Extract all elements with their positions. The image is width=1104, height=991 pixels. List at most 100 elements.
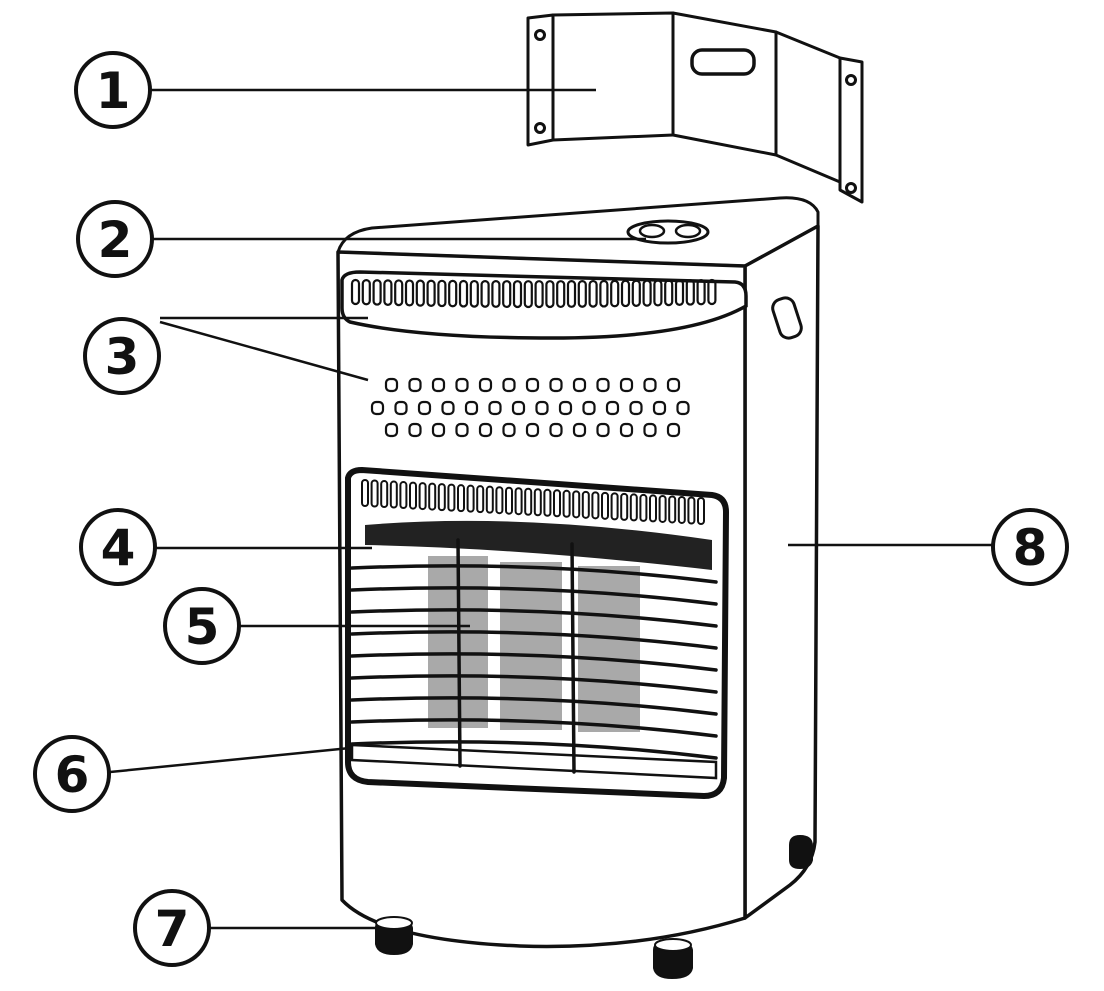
window-louver-slot (572, 490, 581, 519)
louver-slot (394, 279, 404, 307)
vent-hole (572, 422, 587, 438)
louver-slot (610, 279, 620, 308)
vent-hole (455, 422, 469, 438)
vent-hole (394, 400, 408, 416)
window-louver-slot (514, 487, 523, 516)
window-louver-slot (591, 491, 600, 520)
callout-1: 1 (74, 51, 152, 129)
louver-slot (426, 279, 436, 307)
guard-bar (350, 564, 718, 584)
vent-hole (417, 400, 432, 416)
window-louver-slot (505, 486, 513, 515)
vent-holes (370, 377, 690, 438)
louver-slot (469, 279, 479, 308)
window-louver-slot (380, 480, 389, 509)
callout-label: 2 (98, 211, 133, 269)
louver-slot (631, 279, 641, 307)
vent-hole (629, 400, 643, 416)
louver-slot (556, 280, 566, 309)
window-louver-slot (418, 482, 427, 511)
vent-hole (455, 377, 469, 393)
window-louver-slot (610, 492, 619, 521)
callout-label: 6 (55, 746, 90, 804)
callout-label: 4 (101, 519, 136, 577)
window-louver-slot (649, 494, 657, 523)
guard-bar (350, 696, 718, 716)
louver-slot (664, 279, 674, 307)
vent-hole (549, 377, 563, 393)
louver-slot (448, 279, 458, 308)
vent-hole (384, 422, 399, 438)
window-louver-slot (437, 483, 446, 512)
vent-hole (596, 377, 610, 393)
vent-hole (431, 422, 446, 438)
window-louver-slot (677, 495, 686, 524)
vent-hole (619, 377, 634, 393)
vent-hole (619, 422, 634, 438)
window-louver-slot (361, 479, 369, 507)
window-louver-slot (485, 485, 494, 514)
window-louver-slot (687, 496, 696, 525)
louver-slot (674, 279, 685, 306)
vent-hole (488, 400, 502, 416)
window-louver-slot (668, 495, 677, 524)
guard-bar (350, 718, 718, 738)
window-louver-slot (581, 490, 590, 519)
window-louver-slot (370, 479, 379, 508)
leader-lines (109, 88, 992, 930)
louver-slot (491, 280, 501, 308)
vent-hole (572, 377, 587, 393)
vent-hole (502, 377, 516, 393)
window-louver-slot (524, 487, 533, 516)
vent-hole (431, 377, 446, 393)
louver-slot (415, 279, 425, 307)
louver-slot (512, 280, 523, 309)
callout-label: 5 (185, 598, 220, 656)
guard-bar (350, 674, 718, 694)
upper-louvers (350, 278, 717, 309)
louver-slot (545, 280, 555, 309)
callout-5: 5 (163, 587, 241, 665)
window-louver-slot (428, 482, 437, 511)
window-louver-slot (639, 493, 648, 522)
window-louver-slot (389, 480, 398, 509)
vent-hole (558, 400, 573, 416)
callout-label: 3 (105, 328, 140, 386)
window-louver-slot (697, 497, 705, 525)
callout-4: 4 (79, 508, 157, 586)
window-louver-slot (476, 485, 485, 514)
callout-2: 2 (76, 200, 154, 278)
louver-slot (437, 279, 447, 308)
vent-hole (370, 400, 385, 416)
vent-hole (676, 400, 690, 416)
callout-3: 3 (83, 317, 161, 395)
vent-hole (502, 422, 516, 438)
callout-6: 6 (33, 735, 111, 813)
vent-hole (464, 400, 479, 416)
castor-wheels (375, 834, 813, 980)
wall-bracket (526, 11, 864, 204)
louver-slot (642, 279, 652, 307)
louver-slot (480, 279, 490, 308)
guard-bar (350, 630, 718, 650)
vent-hole (478, 422, 493, 438)
guard-bar (350, 586, 718, 606)
vent-hole (384, 377, 399, 393)
louver-slot (534, 280, 544, 309)
window-louver-slot (409, 481, 417, 510)
louver-slot (361, 279, 371, 306)
louver-slot (458, 279, 469, 308)
vent-hole (643, 422, 657, 438)
window-louver-slot (620, 492, 629, 521)
callout-7: 7 (133, 889, 211, 967)
vent-hole (511, 400, 526, 416)
window-louver-slot (658, 494, 667, 523)
window-louver-slot (447, 483, 456, 512)
vent-hole (408, 422, 422, 438)
louver-slot (383, 279, 393, 306)
window-louver-slot (553, 489, 561, 518)
window-louvers (361, 479, 705, 525)
guard-bar (350, 740, 718, 760)
window-louver-slot (466, 484, 475, 513)
